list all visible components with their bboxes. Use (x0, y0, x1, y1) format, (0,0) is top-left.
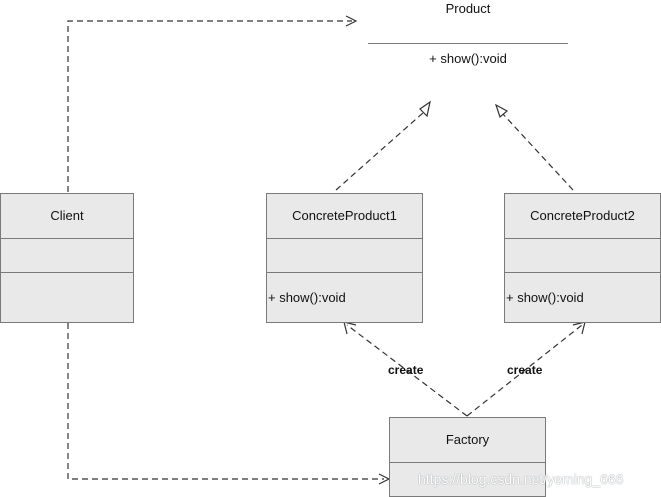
class-concrete-product1-name: ConcreteProduct1 (267, 194, 422, 239)
class-concrete-product1-attributes (267, 239, 422, 273)
arrowhead-factory-concrete1 (343, 321, 357, 335)
class-client-name: Client (1, 194, 133, 239)
product-method: + show():void (429, 51, 507, 66)
class-concrete-product1[interactable]: ConcreteProduct1 + show():void (266, 193, 423, 323)
edge-label-create-2: create (507, 363, 543, 377)
class-concrete-product2[interactable]: ConcreteProduct2 + show():void (504, 193, 661, 323)
class-concrete-product2-attributes (505, 239, 660, 273)
class-client-methods (1, 273, 133, 322)
product-title: Product (445, 1, 491, 16)
class-client[interactable]: Client (0, 193, 134, 323)
edge-client-factory (67, 323, 384, 480)
class-concrete-product1-methods: + show():void (268, 290, 346, 305)
class-factory[interactable]: Factory (389, 417, 546, 497)
edge-label-create-1: create (388, 363, 424, 377)
edge-concrete2-product (501, 112, 574, 191)
product-divider (368, 43, 568, 44)
class-client-attributes (1, 239, 133, 273)
edge-factory-concrete2 (466, 324, 583, 417)
edge-client-product (67, 20, 352, 192)
class-concrete-product2-methods: + show():void (506, 290, 584, 305)
triangle-head-concrete1 (419, 100, 431, 118)
triangle-head-concrete2 (494, 103, 509, 119)
edge-factory-concrete1 (346, 324, 468, 417)
arrowhead-client-product (345, 15, 358, 27)
class-concrete-product2-name: ConcreteProduct2 (505, 194, 660, 239)
class-factory-name: Factory (390, 418, 545, 463)
watermark-text: https://blog.csdn.net/yeming_666 (418, 471, 624, 487)
edge-concrete1-product (335, 111, 425, 191)
